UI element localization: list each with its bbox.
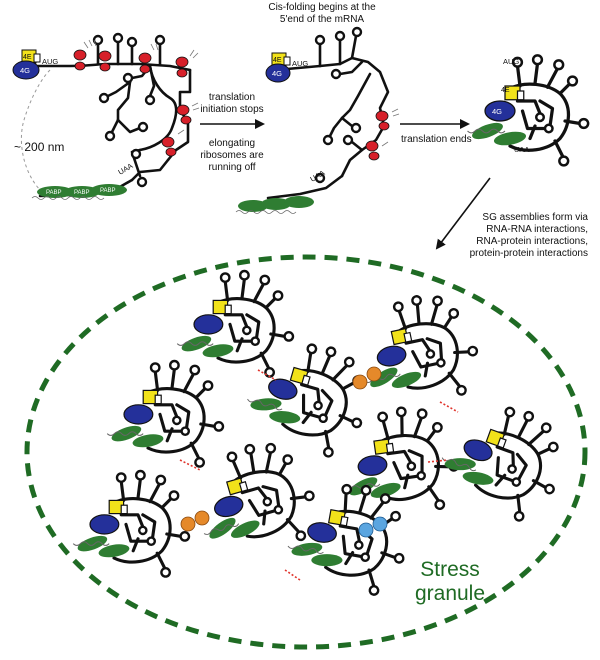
granule-mrnp <box>105 359 225 469</box>
start-codon-label: AUG <box>42 57 58 66</box>
stress-granule-label-line: granule <box>414 582 486 605</box>
eif4e-label: 4E <box>273 57 282 64</box>
granule-mrnp <box>429 387 578 530</box>
pabp-label: PABP <box>100 188 116 194</box>
granule-mrnp <box>348 284 487 416</box>
pabp-label: PABP <box>46 190 62 196</box>
granule-mrnp <box>71 469 191 579</box>
cis-folding-caption-line: 5'end of the mRNA <box>279 14 365 25</box>
sg-assembly-caption: SG assemblies form via RNA-RNA interacti… <box>448 212 588 260</box>
eif4g-label: 4G <box>272 69 282 78</box>
start-codon-label: AUG <box>503 57 519 66</box>
sg-assembly-caption-line: SG assemblies form via <box>482 212 588 223</box>
stop-codon-label: UAA <box>117 161 135 177</box>
cis-folding-caption-line: Cis-folding begins at the <box>268 2 376 13</box>
arrow-sg-assembly <box>435 177 491 250</box>
translation-stops-caption-line: initiation stops <box>200 104 264 115</box>
translating-mrna <box>11 32 201 201</box>
size-caption: ~ 200 nm <box>14 140 65 154</box>
eif4e-label: 4E <box>501 87 510 94</box>
rna-protein-links <box>358 516 388 538</box>
ribosomes-caption-line: running off <box>208 162 256 173</box>
sg-assembly-caption-line: RNA-protein interactions, <box>476 236 588 247</box>
rna-rna-links <box>179 369 459 581</box>
stress-granule-label: Stress granule <box>400 558 500 606</box>
start-codon-label: AUG <box>292 59 308 68</box>
eif4g-label: 4G <box>492 107 502 116</box>
stop-codon-label: UAA <box>514 145 529 154</box>
sg-assembly-caption-line: RNA-RNA interactions, <box>486 224 588 235</box>
translation-stops-caption: translation initiation stops <box>200 92 264 116</box>
granule-mrnp <box>236 327 381 465</box>
pabp-label: PABP <box>74 190 90 196</box>
stress-granule-label-line: Stress <box>420 558 480 581</box>
eif4e-label: 4E <box>23 54 32 61</box>
ribosomes-caption-line: ribosomes are <box>200 150 264 161</box>
eif4g-label: 4G <box>20 66 30 75</box>
translation-stops-caption-line: translation <box>208 92 256 103</box>
translation-ends-caption: translation ends <box>401 134 472 145</box>
protein-protein-links <box>180 366 382 532</box>
granule-mrnp <box>175 269 295 379</box>
stress-granule-border <box>24 254 588 650</box>
sg-assembly-caption-line: protein-protein interactions <box>469 248 588 259</box>
cis-folding-mrna <box>234 26 401 215</box>
ribosomes-caption-line: elongating <box>208 138 256 149</box>
ribosomes-running-off-caption: elongating ribosomes are running off <box>196 138 268 174</box>
cis-folding-caption: Cis-folding begins at the 5'end of the m… <box>262 2 382 26</box>
